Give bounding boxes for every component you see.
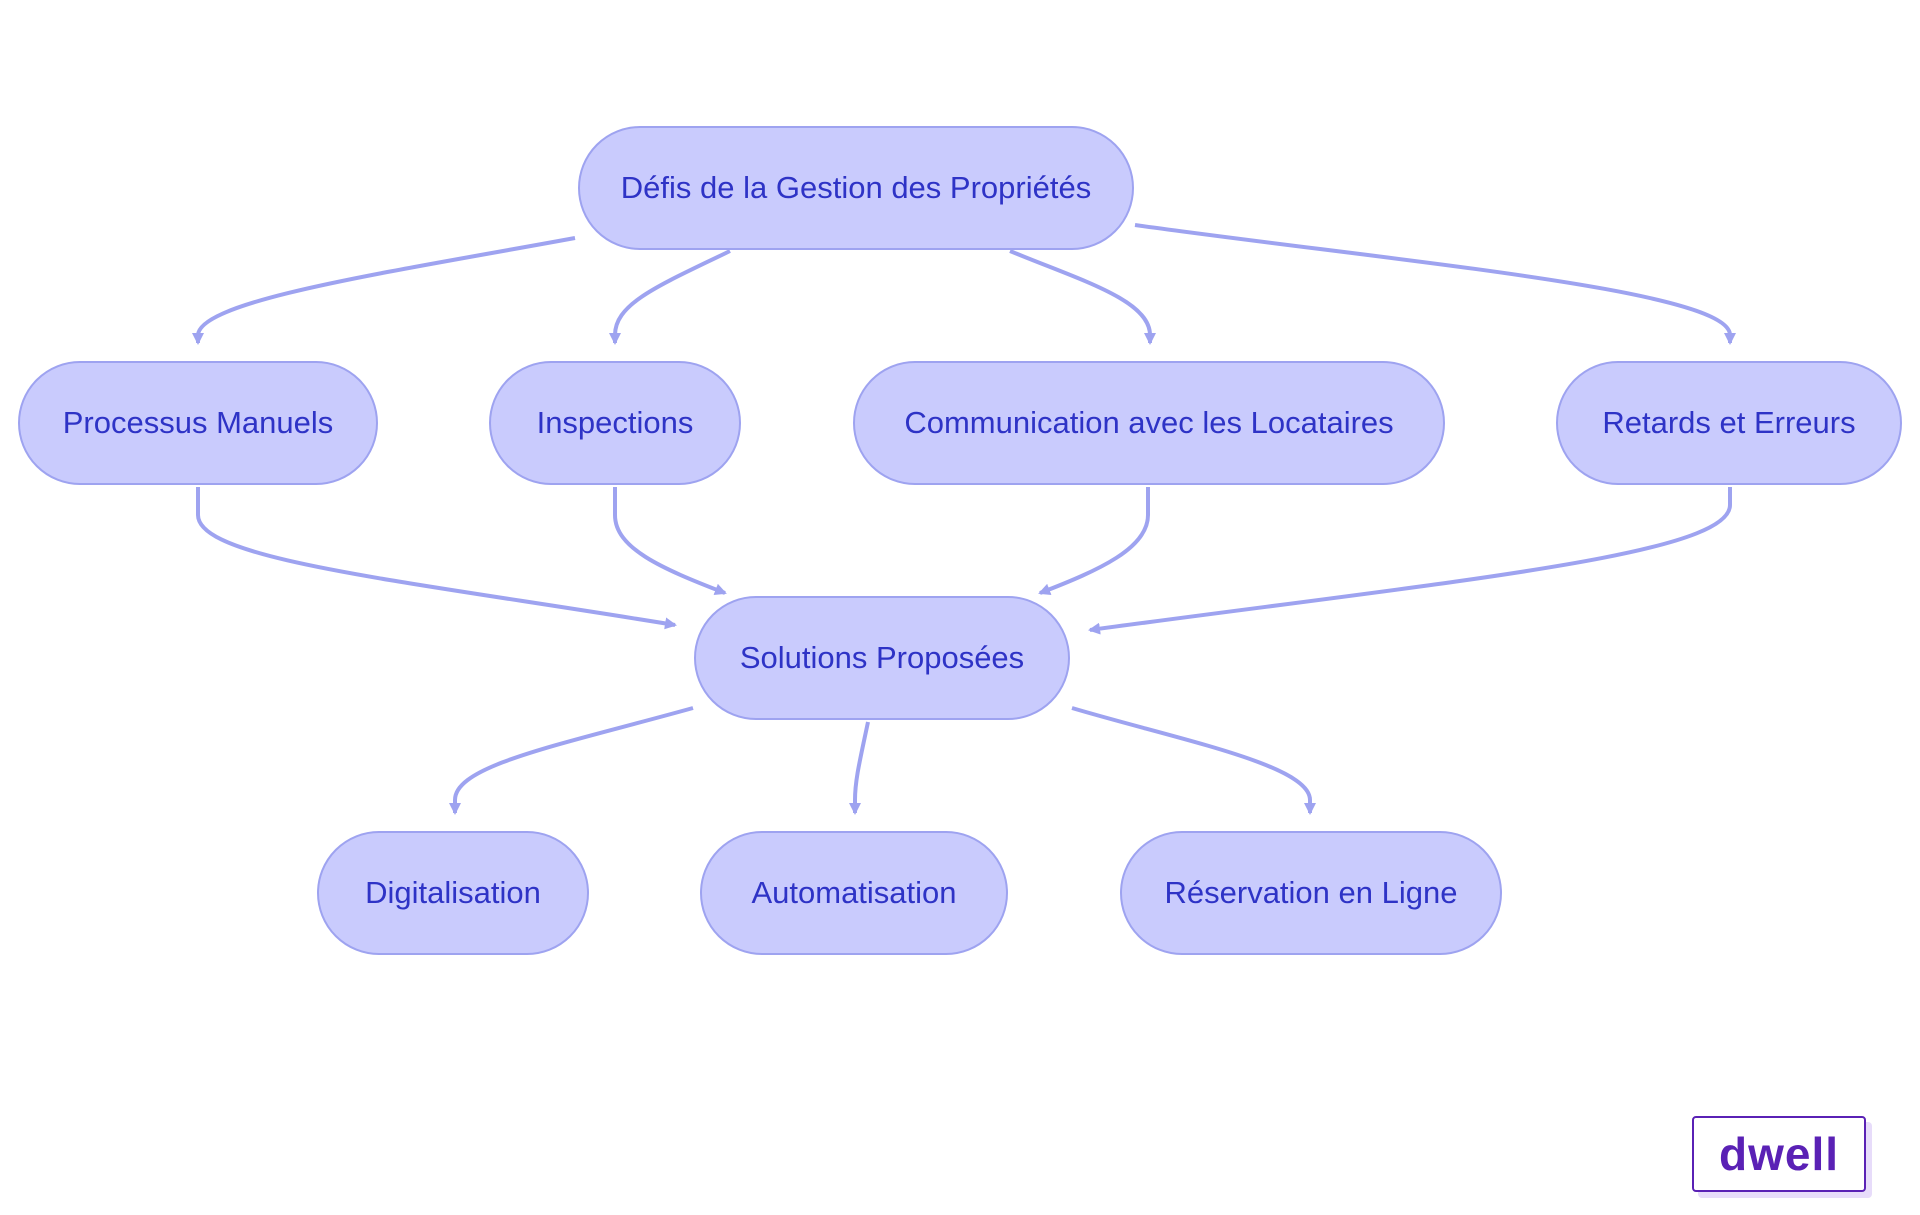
node-label: Automatisation bbox=[751, 875, 957, 910]
edge-solutions-to-digitalisation bbox=[449, 706, 694, 815]
edge-manual-to-solutions bbox=[196, 487, 677, 630]
node-online-reservation: Réservation en Ligne bbox=[1120, 831, 1502, 955]
node-digitalisation: Digitalisation bbox=[317, 831, 589, 955]
dwell-logo: dwell bbox=[1692, 1116, 1866, 1192]
node-label: Défis de la Gestion des Propriétés bbox=[620, 170, 1092, 205]
node-label: Réservation en Ligne bbox=[1164, 875, 1458, 910]
edge-solutions-to-reservation bbox=[1071, 706, 1316, 815]
node-label: Digitalisation bbox=[365, 875, 541, 910]
logo-text: dwell bbox=[1718, 1128, 1840, 1180]
node-label: Inspections bbox=[536, 405, 694, 440]
edge-root-to-manual bbox=[192, 236, 576, 345]
node-delays-and-errors: Retards et Erreurs bbox=[1556, 361, 1902, 485]
node-proposed-solutions: Solutions Proposées bbox=[694, 596, 1070, 720]
edge-solutions-to-automatisation bbox=[849, 721, 870, 815]
edge-delays-to-solutions bbox=[1088, 487, 1732, 635]
edge-root-to-delays bbox=[1134, 223, 1736, 345]
node-property-management-challenges: Défis de la Gestion des Propriétés bbox=[578, 126, 1134, 250]
node-automatisation: Automatisation bbox=[700, 831, 1008, 955]
node-tenant-communication: Communication avec les Locataires bbox=[853, 361, 1445, 485]
edge-communication-to-solutions bbox=[1038, 487, 1150, 596]
node-label: Retards et Erreurs bbox=[1602, 405, 1856, 440]
edge-inspections-to-solutions bbox=[613, 487, 727, 596]
node-label: Solutions Proposées bbox=[739, 640, 1025, 675]
node-manual-processes: Processus Manuels bbox=[18, 361, 378, 485]
node-inspections: Inspections bbox=[489, 361, 741, 485]
edge-root-to-inspections bbox=[609, 249, 731, 345]
edge-root-to-communication bbox=[1009, 249, 1156, 345]
node-label: Processus Manuels bbox=[62, 405, 334, 440]
node-label: Communication avec les Locataires bbox=[904, 405, 1394, 440]
